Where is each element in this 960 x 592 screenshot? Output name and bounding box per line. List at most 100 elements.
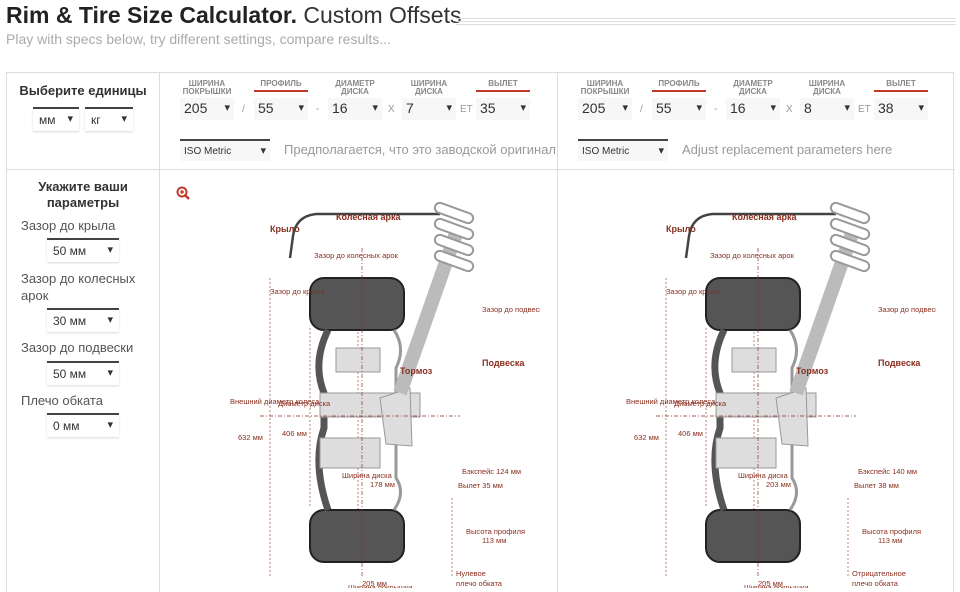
susp-gap-label: Зазор до подвески (878, 305, 936, 314)
outer-diameter-value: 632 мм (634, 433, 659, 442)
column-header-profile: ПРОФИЛЬ (254, 80, 308, 92)
fender-gap-label: Зазор до крыла (21, 218, 116, 233)
knuckle (775, 387, 809, 447)
column-header-rim-diameter: ДИАМЕТР ДИСКА (726, 80, 780, 100)
hub-lower (715, 437, 777, 469)
rim-width-value: 203 мм (766, 480, 791, 489)
length-unit-select[interactable]: мм (33, 107, 79, 131)
column-header-rim-width: ШИРИНА ДИСКА (402, 80, 456, 100)
spring (829, 201, 871, 273)
backspace-label: Бэкспейс 124 мм (462, 467, 521, 476)
scrub-label: Нулевое (456, 569, 486, 578)
knuckle (379, 387, 413, 447)
size-standard-select[interactable]: ISO Metric (578, 139, 668, 161)
column-header-tire-width: ШИРИНА ПОКРЫШКИ (578, 80, 632, 100)
arch-label: Колесная арка (732, 212, 797, 222)
tire-width-select[interactable]: 205 (578, 98, 632, 120)
susp-gap-label: Зазор до подвески (482, 305, 540, 314)
arch-label: Колесная арка (336, 212, 401, 222)
sidewall-label: Высота профиля (466, 527, 525, 536)
tire-width-select[interactable]: 205 (180, 98, 234, 120)
suspension-label: Подвеска (878, 358, 921, 368)
outer-diameter-value: 632 мм (238, 433, 263, 442)
fender-gap-label: Зазор до крыла (270, 287, 325, 296)
divider (7, 169, 159, 170)
fender-gap-value: 50 мм (53, 244, 87, 258)
hub-lower (319, 437, 381, 469)
scrub-label-2: плечо обката (852, 579, 899, 588)
brake-label: Тормоз (796, 366, 829, 376)
offset-select[interactable]: 35 (476, 98, 530, 120)
weight-unit-select[interactable]: кг (85, 107, 133, 131)
units-title: Выберите единицы (19, 83, 147, 98)
column-header-tire-width: ШИРИНА ПОКРЫШКИ (180, 80, 234, 100)
column-header-profile: ПРОФИЛЬ (652, 80, 706, 92)
separator-dash: - (316, 104, 320, 115)
susp-gap-label: Зазор до подвески (21, 340, 134, 355)
scrub-radius-select[interactable]: 0 мм (47, 413, 119, 437)
fender-label: Крыло (666, 224, 696, 234)
tire-width-label: Ширина покрышки (744, 583, 808, 588)
calculator-panel: Выберите единицы мм кг Укажите ваши пара… (6, 72, 955, 592)
rim-diameter-label: Диаметр диска (674, 399, 727, 408)
profile-select[interactable]: 55 (652, 98, 706, 120)
spring (433, 201, 475, 273)
separator-x: X (388, 104, 395, 115)
brake-label: Тормоз (400, 366, 433, 376)
size-standard-select[interactable]: ISO Metric (180, 139, 270, 161)
scrub-label: Отрицательное (852, 569, 906, 578)
fender-shape (684, 212, 836, 259)
wheel-note: Adjust replacement parameters here (682, 142, 893, 157)
column-header-rim-diameter: ДИАМЕТР ДИСКА (328, 80, 382, 100)
rim-width-select[interactable]: 8 (800, 98, 854, 120)
page-title-bold: Rim & Tire Size Calculator. (6, 2, 298, 28)
rim-diameter-value: 406 мм (678, 429, 703, 438)
backspace-label: Бэкспейс 140 мм (858, 467, 917, 476)
wheel-note: Предполагается, что это заводской оригин… (284, 142, 557, 157)
fender-shape (288, 212, 440, 259)
separator-et: ET (460, 104, 473, 115)
scrub-radius-value: 0 мм (53, 419, 80, 433)
scrub-label-2: плечо обката (456, 579, 503, 588)
rim-outer (315, 328, 332, 512)
rim-width-label: Ширина диска (738, 471, 789, 480)
rim-width-select[interactable]: 7 (402, 98, 456, 120)
tire-bottom (705, 509, 801, 563)
sidewall-value: 113 мм (878, 536, 902, 545)
rim-diameter-select[interactable]: 16 (726, 98, 780, 120)
rim-outer (711, 328, 728, 512)
separator-slash: / (640, 104, 643, 115)
params-title: Укажите ваши параметры (38, 179, 128, 210)
rim-diameter-select[interactable]: 16 (328, 98, 382, 120)
header-divider (456, 18, 956, 26)
arch-gap-label: Зазор до колесных арок (314, 251, 399, 260)
sidewall-value: 113 мм (482, 536, 506, 545)
susp-gap-select[interactable]: 50 мм (47, 361, 119, 385)
offset-label: Вылет 38 мм (854, 481, 899, 490)
page-title-rest: Custom Offsets (303, 2, 462, 28)
column-header-offset: ВЫЛЕТ (476, 80, 530, 92)
tire-bottom (309, 509, 405, 563)
weight-unit-value: кг (91, 113, 101, 127)
arch-gap-select[interactable]: 30 мм (47, 308, 119, 332)
offset-select[interactable]: 38 (874, 98, 928, 120)
fender-gap-label: Зазор до крыла (666, 287, 721, 296)
zoom-in-icon[interactable] (176, 186, 190, 200)
offset-label: Вылет 35 мм (458, 481, 503, 490)
rim-width-label: Ширина диска (342, 471, 393, 480)
tire-width-value: 205 мм (362, 579, 387, 588)
fender-gap-select[interactable]: 50 мм (47, 238, 119, 262)
tire-width-value: 205 мм (758, 579, 783, 588)
rim-width-value: 178 мм (370, 480, 395, 489)
divider (159, 169, 955, 170)
outer-diameter-label: Внешний диаметр колеса (230, 397, 320, 406)
divider (159, 73, 160, 592)
separator-x: X (786, 104, 793, 115)
fender-label: Крыло (270, 224, 300, 234)
separator-et: ET (858, 104, 871, 115)
profile-select[interactable]: 55 (254, 98, 308, 120)
separator-dash: - (714, 104, 718, 115)
susp-gap-value: 50 мм (53, 367, 87, 381)
tire-top (705, 277, 801, 331)
separator-slash: / (242, 104, 245, 115)
